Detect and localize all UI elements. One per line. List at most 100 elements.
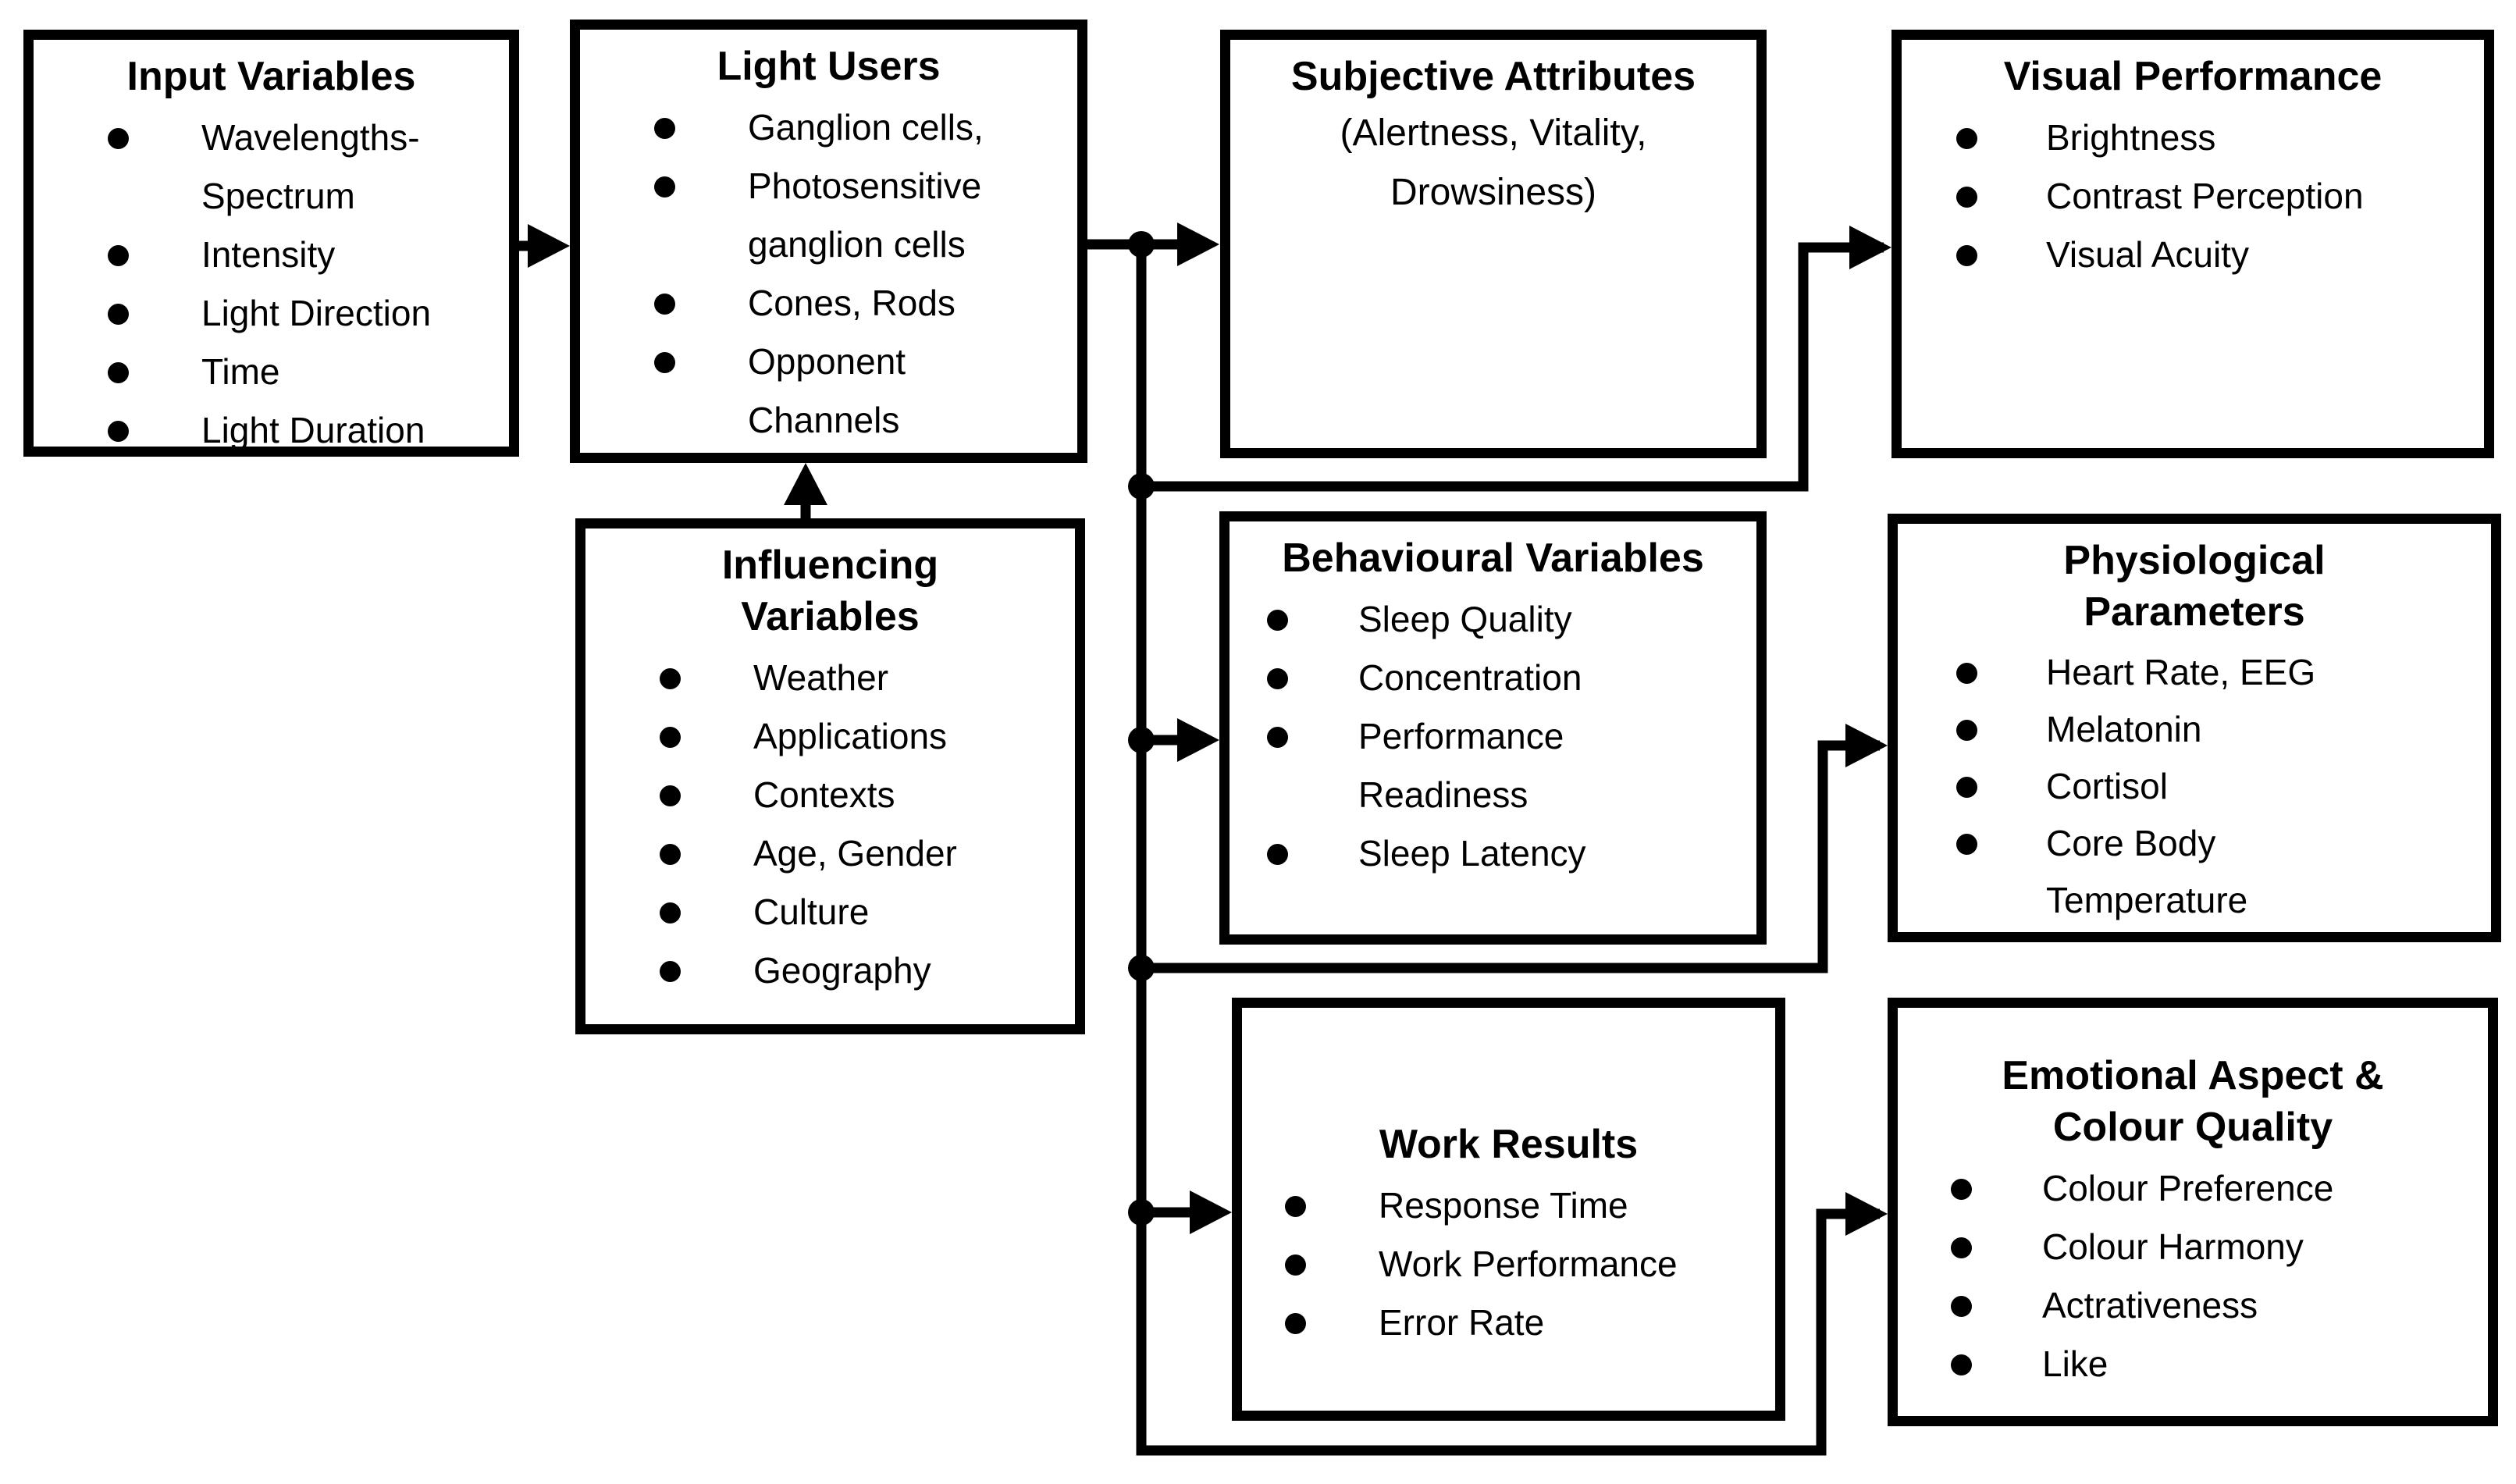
bullet-list: Response Time Work Performance Error Rat… <box>1242 1176 1775 1352</box>
arrowhead-icon <box>1190 1190 1232 1234</box>
box-title: Subjective Attributes <box>1290 54 1696 99</box>
list-item-label: Culture <box>753 891 870 932</box>
list-item: Culture <box>585 883 1067 941</box>
list-item: Performance Readiness <box>1230 707 1749 824</box>
bullet-icon <box>1956 777 1977 798</box>
arrowhead-icon <box>784 463 827 505</box>
list-item: Sleep Quality <box>1230 590 1749 649</box>
box-title: Influencing Variables <box>721 543 939 639</box>
list-item: Ganglion cells, <box>580 98 1069 157</box>
bullet-list: Ganglion cells, Photosensitive ganglion … <box>580 98 1077 450</box>
list-item: Intensity <box>34 226 501 284</box>
box-subjective-attributes: Subjective Attributes (Alertness, Vitali… <box>1220 30 1767 458</box>
list-item-label: Like <box>2042 1343 2109 1384</box>
connector-trunk-to-work-results <box>1141 1190 1232 1234</box>
list-item: Colour Preference <box>1898 1159 2480 1218</box>
list-item-label: Intensity <box>201 234 336 275</box>
list-item: Core Body Temperature <box>1898 815 2483 929</box>
box-physiological-parameters: Physiological Parameters Heart Rate, EEG… <box>1888 514 2501 942</box>
box-influencing-variables: Influencing Variables Weather Applicatio… <box>575 518 1085 1034</box>
bullet-icon <box>654 118 675 139</box>
list-item-label: Concentration <box>1358 657 1582 698</box>
list-item-label: Work Performance <box>1379 1244 1678 1284</box>
list-item-label: Contrast Perception <box>2046 176 2364 216</box>
bullet-icon <box>1951 1296 1972 1317</box>
list-item-label: Brightness <box>2046 117 2216 158</box>
bullet-icon <box>1951 1354 1972 1375</box>
junction-dot <box>1128 955 1155 981</box>
list-item-label: Ganglion cells, <box>748 107 984 148</box>
list-item: Opponent Channels <box>580 333 1069 450</box>
box-emotional-aspect-colour-quality: Emotional Aspect & Colour Quality Colour… <box>1888 998 2498 1426</box>
box-title: Visual Performance <box>2003 54 2383 99</box>
box-title: Work Results <box>1379 1122 1639 1167</box>
bullet-icon <box>660 961 681 982</box>
list-item-label: Light Direction <box>201 293 432 333</box>
bullet-icon <box>1267 668 1288 689</box>
bullet-icon <box>1267 844 1288 865</box>
list-item: Geography <box>585 941 1067 1000</box>
list-item-label: Contexts <box>753 774 895 815</box>
box-behavioural-variables: Behavioural Variables Sleep Quality Conc… <box>1219 511 1767 945</box>
box-title: Light Users <box>717 44 941 89</box>
list-item: Colour Harmony <box>1898 1218 2480 1276</box>
list-item-label: Applications <box>753 716 948 756</box>
list-item-label: Time <box>201 351 280 392</box>
bullet-icon <box>1956 128 1977 149</box>
list-item-label: Geography <box>753 950 931 991</box>
bullet-icon <box>660 902 681 923</box>
box-subtitle: Drowsiness) <box>1390 172 1597 213</box>
bullet-icon <box>654 294 675 315</box>
list-item-label: Response Time <box>1379 1185 1628 1226</box>
list-item-label: Age, Gender <box>753 833 957 874</box>
bullet-icon <box>1951 1179 1972 1200</box>
box-title: Behavioural Variables <box>1282 536 1704 581</box>
bullet-icon <box>1285 1196 1306 1217</box>
bullet-list: Colour Preference Colour Harmony Actrati… <box>1898 1159 2488 1393</box>
box-title: Input Variables <box>126 54 416 99</box>
junction-dot <box>1128 727 1155 753</box>
list-item-label: Performance Readiness <box>1358 716 1564 815</box>
junction-dot <box>1128 231 1155 258</box>
bullet-icon <box>654 176 675 198</box>
bullet-icon <box>108 128 129 149</box>
arrowhead-icon <box>1845 724 1888 767</box>
junction-dot <box>1128 1199 1155 1226</box>
list-item: Cones, Rods <box>580 274 1069 333</box>
list-item: Time <box>34 343 501 401</box>
list-item: Visual Acuity <box>1902 226 2476 284</box>
bullet-icon <box>660 668 681 689</box>
connector-trunk-to-emotional <box>1136 244 1888 1456</box>
list-item: Contrast Perception <box>1902 167 2476 226</box>
bullet-icon <box>1956 245 1977 266</box>
list-item-label: Melatonin <box>2046 709 2202 749</box>
arrowhead-icon <box>1845 1192 1888 1236</box>
list-item: Weather <box>585 649 1067 707</box>
list-item: Applications <box>585 707 1067 766</box>
list-item: Work Performance <box>1242 1235 1767 1294</box>
bullet-list: Wavelengths- Spectrum Intensity Light Di… <box>34 109 509 460</box>
list-item-label: Colour Preference <box>2042 1168 2334 1208</box>
bullet-icon <box>1956 187 1977 208</box>
box-subtitle: (Alertness, Vitality, <box>1340 112 1647 154</box>
box-work-results: Work Results Response Time Work Performa… <box>1232 998 1785 1421</box>
list-item: Light Direction <box>34 284 501 343</box>
list-item: Heart Rate, EEG <box>1898 644 2483 701</box>
bullet-icon <box>1951 1237 1972 1258</box>
bullet-icon <box>108 304 129 325</box>
bullet-icon <box>660 785 681 806</box>
bullet-icon <box>108 245 129 266</box>
list-item-label: Wavelengths- Spectrum <box>201 117 420 216</box>
bullet-icon <box>1956 834 1977 855</box>
list-item: Photosensitive ganglion cells <box>580 157 1069 274</box>
list-item-label: Cones, Rods <box>748 283 956 323</box>
list-item-label: Sleep Quality <box>1358 599 1572 639</box>
list-item-label: Opponent Channels <box>748 341 906 440</box>
list-item-label: Heart Rate, EEG <box>2046 652 2316 692</box>
bullet-icon <box>1267 727 1288 748</box>
box-visual-performance: Visual Performance Brightness Contrast P… <box>1891 30 2494 458</box>
list-item-label: Light Duration <box>201 410 425 450</box>
list-item: Melatonin <box>1898 701 2483 758</box>
box-light-users: Light Users Ganglion cells, Photosensiti… <box>570 20 1087 463</box>
